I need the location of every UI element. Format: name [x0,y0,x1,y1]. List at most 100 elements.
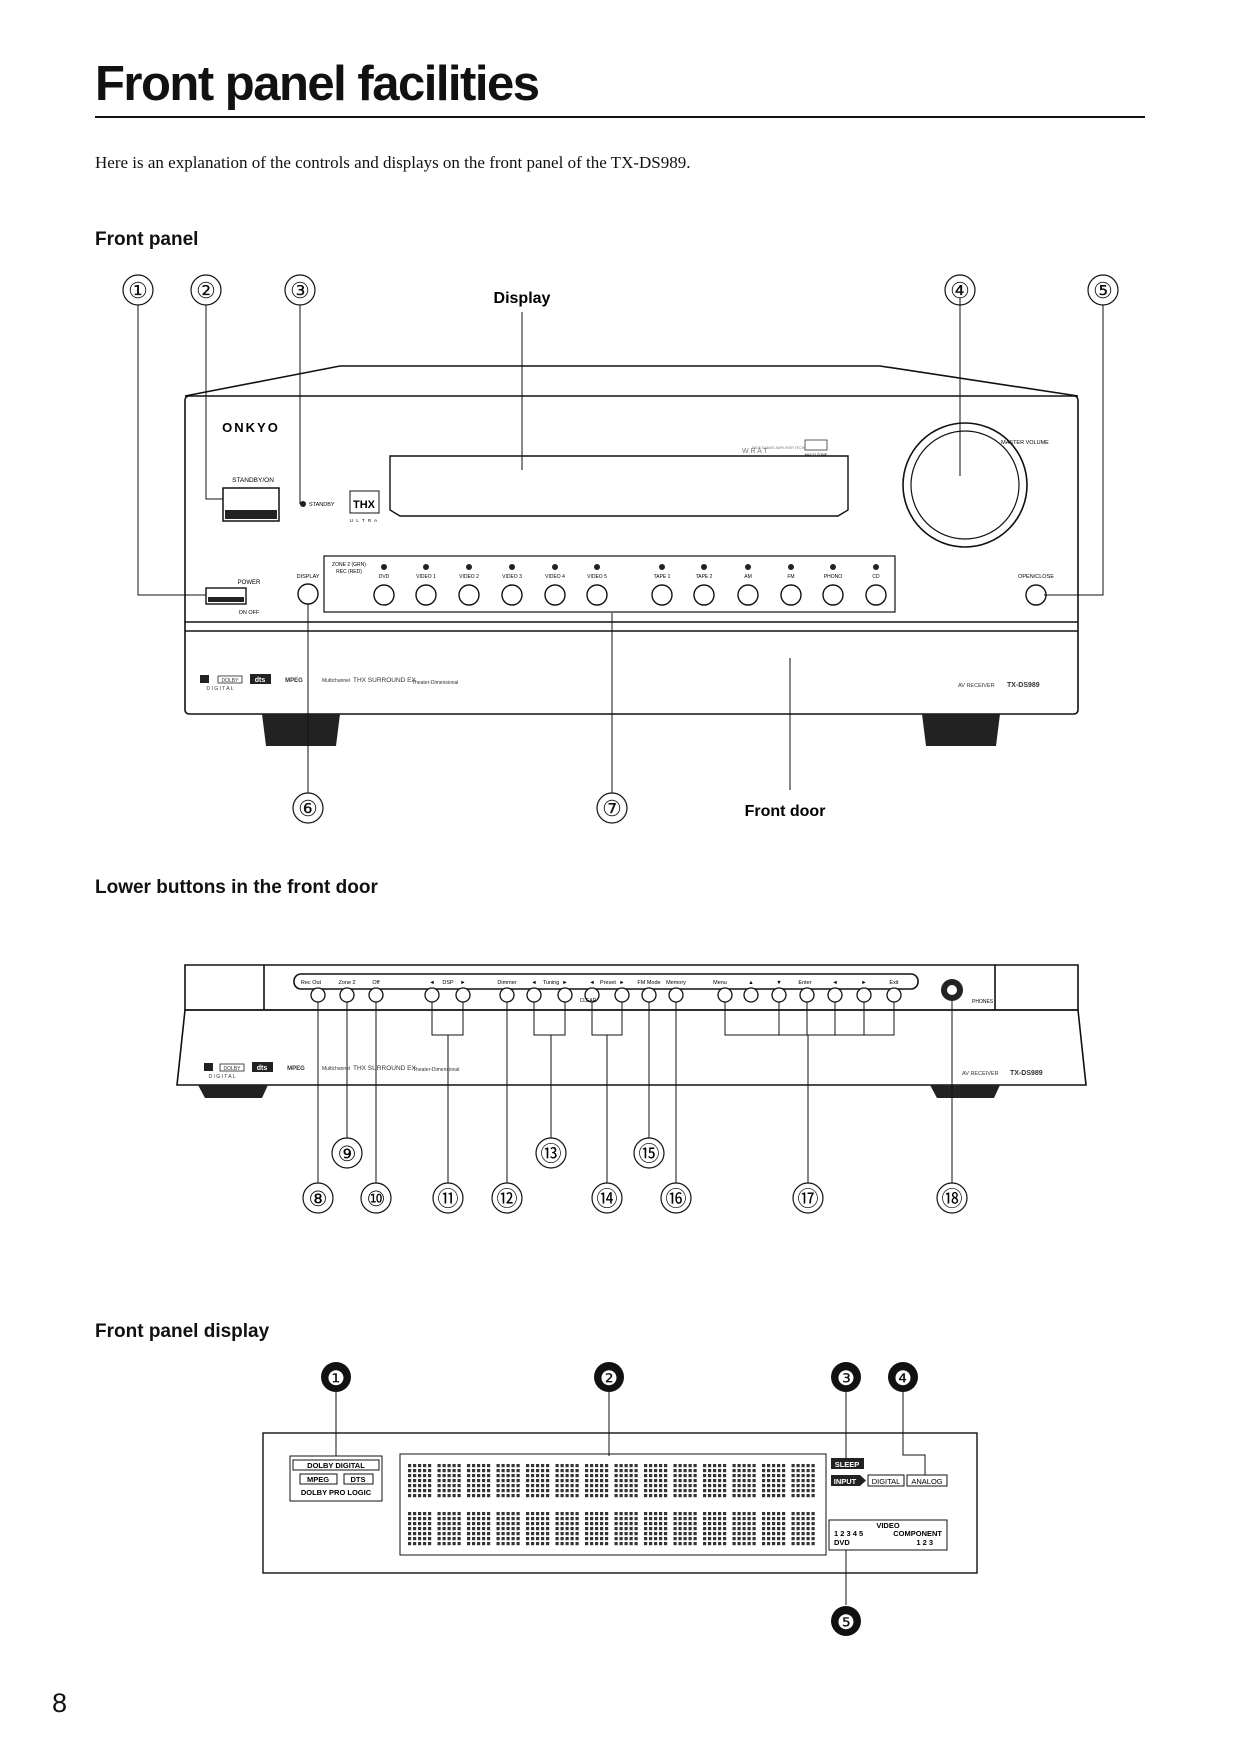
lower-callout-14: ⑭ [597,1188,618,1211]
svg-text:Theater-Dimensional: Theater-Dimensional [412,680,458,686]
thx-logo: THX [353,499,376,511]
lower-label-16: ▲ [748,980,753,986]
input-button-11[interactable] [865,584,887,606]
display-window [389,455,849,517]
input-button-9[interactable] [780,584,802,606]
input-indicator-8 [745,564,751,570]
dts-indicator: DTS [351,1475,366,1484]
lower-label-8: Tuning [543,980,560,986]
lower-button-5[interactable] [499,987,515,1003]
display-callout-4: ❹ [894,1368,912,1390]
lower-label-15: Menu [713,980,727,986]
brand-logo: ONKYO [222,420,280,435]
input-indicator-2 [466,564,472,570]
input-button-6[interactable] [651,584,673,606]
display-button-label: DISPLAY [297,574,320,580]
lower-button-12[interactable] [717,987,733,1003]
lower-button-10[interactable] [641,987,657,1003]
input-indicator-0 [381,564,387,570]
input-button-2[interactable] [458,584,480,606]
svg-text:U L T R A: U L T R A [350,518,378,523]
callout-7: ⑦ [602,796,622,821]
input-button-8[interactable] [737,584,759,606]
lower-label-19: ◄ [832,980,837,986]
title-rule [95,116,1145,118]
display-panel-frame [262,1432,978,1574]
lower-label-10: ◄ [589,980,594,986]
model-prefix: AV RECEIVER [958,683,995,689]
input-button-7[interactable] [693,584,715,606]
lower-label-14: Memory [666,980,686,986]
lower-label-7: ◄ [531,980,536,986]
lower-button-4[interactable] [455,987,471,1003]
wrat-logo: W R A T [742,448,768,455]
input-button-1[interactable] [415,584,437,606]
dvd-indicator: DVD [834,1538,850,1547]
display-button[interactable] [297,583,319,605]
lower-button-1[interactable] [339,987,355,1003]
lower-label-21: Exit [889,980,899,986]
lower-button-13[interactable] [743,987,759,1003]
lower-label-11: Preset [600,980,616,986]
lower-callout-17: ⑰ [798,1188,819,1211]
lower-button-16[interactable] [827,987,843,1003]
lower-button-15[interactable] [799,987,815,1003]
section-heading-front-panel-display: Front panel display [95,1321,270,1342]
lower-button-18[interactable] [886,987,902,1003]
master-volume-knob[interactable] [902,422,1028,548]
input-indicator-10 [830,564,836,570]
svg-text:TX-DS989: TX-DS989 [1010,1070,1043,1077]
lower-button-0[interactable] [310,987,326,1003]
intro-text: Here is an explanation of the controls a… [95,153,691,172]
dolby-digital-indicator: DOLBY DIGITAL [307,1461,365,1470]
input-button-10[interactable] [822,584,844,606]
front-door-open [176,1009,1087,1086]
standby-on-label: STANDBY/ON [232,477,274,484]
component-numbers: 1 2 3 [916,1538,933,1547]
lower-button-2[interactable] [368,987,384,1003]
lower-button-14[interactable] [771,987,787,1003]
display-callout-1: ❶ [327,1368,345,1390]
input-label-9: FM [787,574,794,580]
input-label-4: VIDEO 4 [545,574,565,580]
lower-callout-11: ⑪ [438,1188,459,1211]
svg-text:ZONE 2 (GRN): ZONE 2 (GRN) [332,562,366,568]
lower-label-9: ► [562,980,567,986]
receiver-top-edge [184,365,1079,397]
standby-indicator [300,501,306,507]
input-indicator-4 [552,564,558,570]
input-label-11: CD [872,574,880,580]
input-button-0[interactable] [373,584,395,606]
input-button-3[interactable] [501,584,523,606]
lower-button-3[interactable] [424,987,440,1003]
lower-callout-15: ⑮ [639,1143,660,1166]
lower-label-13: FM Mode [637,980,660,986]
lower-button-11[interactable] [668,987,684,1003]
dolby-logo: DOLBY [222,678,240,684]
receiver-foot-right [922,714,1000,746]
lower-button-9[interactable] [614,987,630,1003]
lower-button-6[interactable] [526,987,542,1003]
svg-text:DOLBY: DOLBY [224,1066,242,1072]
input-indicator: INPUT [834,1477,857,1486]
input-button-5[interactable] [586,584,608,606]
svg-text:AV RECEIVER: AV RECEIVER [962,1071,999,1077]
lower-button-7[interactable] [557,987,573,1003]
lower-button-17[interactable] [856,987,872,1003]
svg-text:Multichannel: Multichannel [322,678,350,684]
lower-label-3: ◄ [429,980,434,986]
input-label-10: PHONO [824,574,842,580]
input-label-3: VIDEO 3 [502,574,522,580]
dts-logo: dts [255,677,266,684]
input-button-4[interactable] [544,584,566,606]
svg-text:MULTI ZONE: MULTI ZONE [805,453,828,457]
callout-4: ④ [950,278,970,303]
input-label-6: TAPE 1 [654,574,671,580]
display-callout-2: ❷ [600,1368,618,1390]
open-close-button[interactable] [1025,584,1047,606]
digital-indicator: DIGITAL [872,1477,901,1486]
sleep-indicator: SLEEP [835,1460,860,1469]
mpeg-indicator: MPEG [307,1475,329,1484]
input-label-7: TAPE 2 [696,574,713,580]
